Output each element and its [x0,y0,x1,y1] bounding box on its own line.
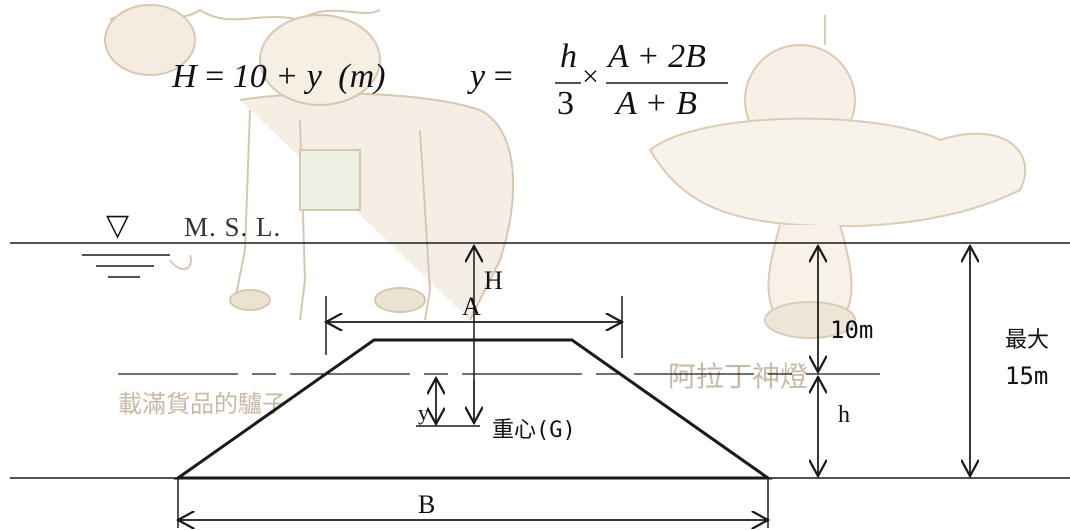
watermark-left: 載滿貨品的驢子 [118,390,286,418]
watermark-right: 阿拉丁神燈 [668,360,809,393]
formula-H-unit: (m) [338,58,386,95]
lamp-sketch [648,15,1027,339]
formula-frac-numerator: A + 2B [608,38,706,75]
max-value-label: 15m [1005,362,1049,390]
breakwater-section [173,338,773,480]
formula-H-rhs: 10 + y [232,58,322,95]
centroid-label: 重心(G) [492,418,576,443]
donkey-sketch [104,4,515,321]
formula-y-var: y [470,58,486,95]
H-label: H [484,266,503,295]
y-label: y [418,400,429,425]
h-label: h [838,402,850,428]
msl-label: M. S. L. [184,212,282,242]
formula-H-eq: = [205,58,225,95]
B-label: B [418,490,436,519]
formula-times: × [582,60,599,93]
max-label: 最大 [1005,328,1050,353]
formula-H: H = 10 + y (m) [172,58,386,96]
formula-h-numerator: h [560,38,577,75]
formula-H-lhs: H [172,58,197,95]
water-level-icon: ▽ [106,209,130,242]
formula-y-eq: = [493,58,513,95]
A-label: A [462,292,481,321]
formula-y-lhs: y = [470,58,513,96]
ten-m-label: 10m [830,316,874,344]
formula-frac-denominator: A + B [616,85,697,122]
formula-h-denominator: 3 [557,85,574,122]
